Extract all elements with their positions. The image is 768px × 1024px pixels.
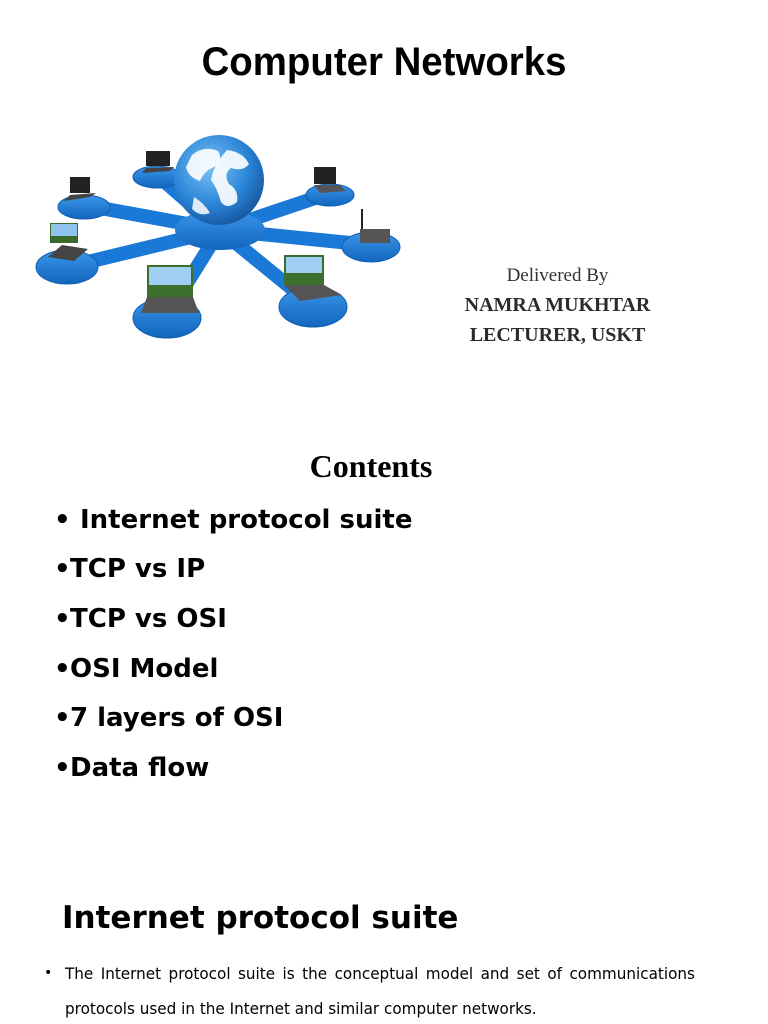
slide-heading: Internet protocol suite — [62, 900, 459, 936]
list-item-label: 7 layers of OSI — [70, 703, 284, 734]
paragraph-text: The Internet protocol suite is the conce… — [64, 964, 695, 1018]
contents-title: Contents — [309, 448, 433, 484]
list-item: •7 layers of OSI — [54, 693, 412, 743]
bullet-icon: • — [54, 554, 71, 585]
list-item: •Data flow — [54, 743, 412, 793]
list-item-label: Data flow — [70, 752, 210, 783]
title-slide: Computer Networks — [0, 0, 768, 380]
globe-icon — [174, 135, 264, 225]
list-item: •OSI Model — [54, 644, 412, 694]
contents-list: •Internet protocol suite •TCP vs IP •TCP… — [54, 495, 412, 793]
list-item: • Internet protocol suite — [54, 495, 412, 545]
author-block: Delivered By NAMRA MUKHTAR LECTURER, USK… — [430, 262, 685, 350]
contents-slide: Contents •Internet protocol suite •TCP v… — [0, 380, 768, 850]
delivered-by-label: Delivered By — [506, 265, 609, 286]
list-item: •TCP vs IP — [54, 545, 412, 595]
author-name: NAMRA MUKHTAR — [464, 294, 651, 316]
slide-title: Computer Networks — [201, 40, 567, 84]
bullet-icon: • — [54, 703, 71, 734]
protocol-suite-slide: Internet protocol suite • The Internet p… — [0, 850, 768, 1024]
list-item-label: TCP vs IP — [70, 554, 206, 585]
list-item-label: OSI Model — [70, 653, 219, 684]
bullet-paragraph: • The Internet protocol suite is the con… — [44, 956, 728, 1024]
network-illustration — [35, 135, 401, 339]
bullet-icon: • — [54, 504, 71, 535]
list-item-label: TCP vs OSI — [70, 603, 227, 634]
hub-base — [175, 210, 265, 250]
list-item: •TCP vs OSI — [54, 594, 412, 644]
bullet-icon: • — [54, 752, 71, 783]
bullet-icon: • — [54, 653, 71, 684]
author-role: LECTURER, USKT — [469, 324, 646, 346]
bullet-icon: • — [44, 965, 53, 981]
laptop-icons — [48, 151, 390, 313]
bullet-icon: • — [54, 603, 71, 634]
list-item-label: Internet protocol suite — [80, 504, 413, 535]
